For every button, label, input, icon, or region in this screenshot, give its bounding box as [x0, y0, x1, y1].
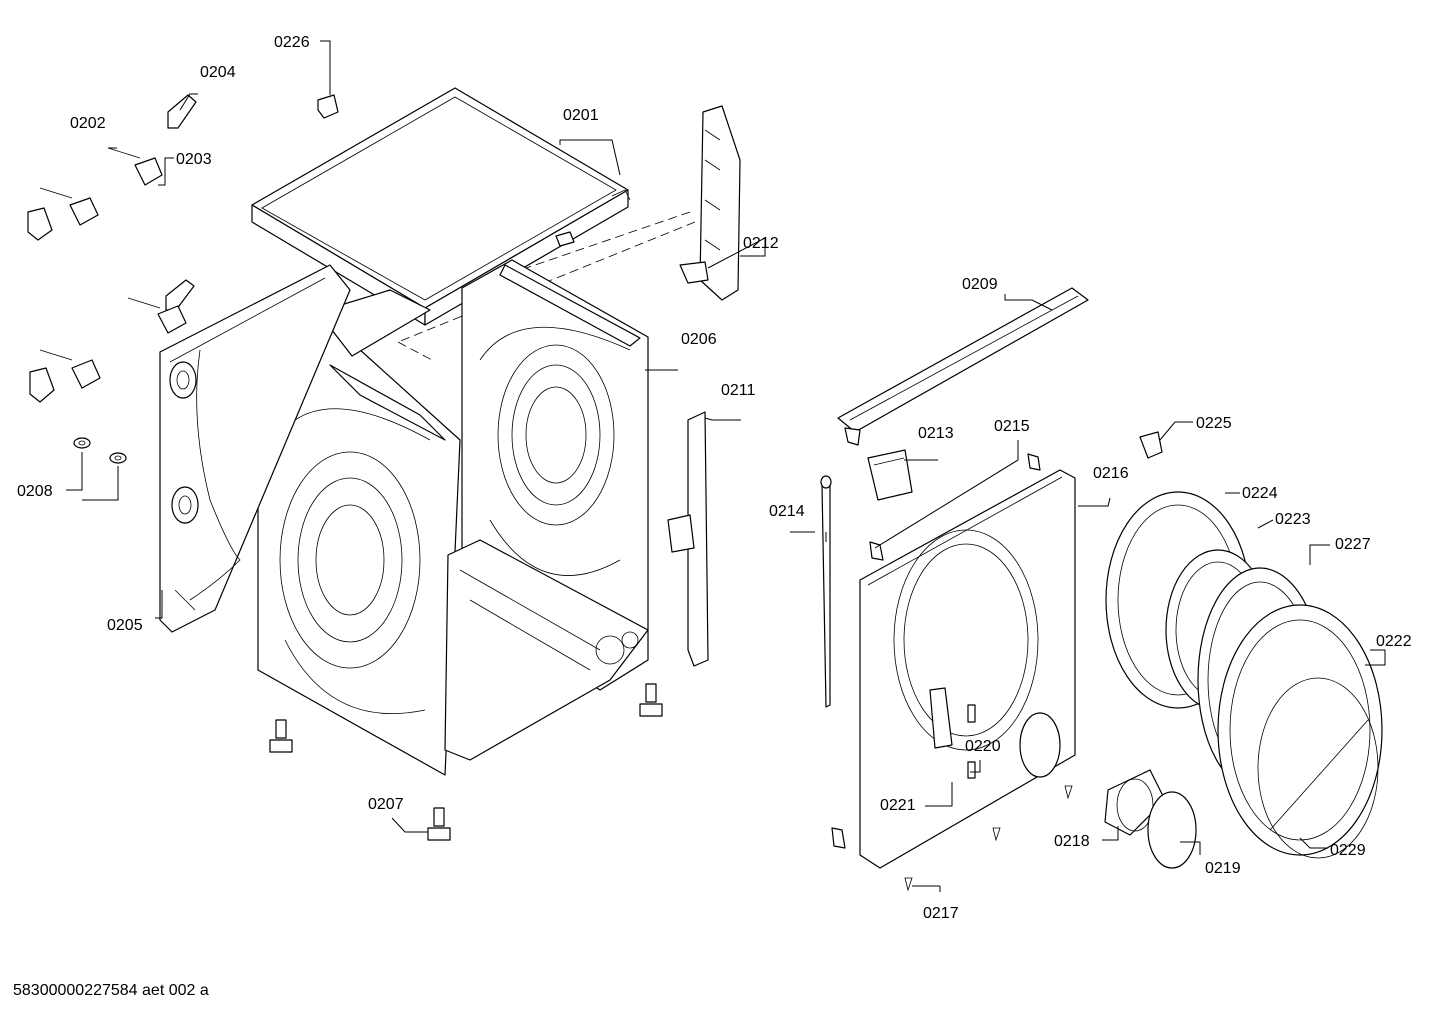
cabinet[interactable]	[257, 259, 649, 776]
label-0205: 0205	[107, 617, 143, 634]
label-0223: 0223	[1275, 511, 1311, 528]
label-0225: 0225	[1196, 415, 1232, 432]
label-0216: 0216	[1093, 465, 1129, 482]
label-0221: 0221	[880, 797, 916, 814]
label-0209: 0209	[962, 276, 998, 293]
label-0201: 0201	[563, 107, 599, 124]
left-hardware	[27, 94, 339, 464]
part-labels: 0226 0204 0202 0203 0201 0212 0206 0211 …	[17, 34, 1412, 922]
label-0204: 0204	[200, 64, 236, 81]
front-top-rail[interactable]	[837, 287, 1089, 446]
label-0217: 0217	[923, 905, 959, 922]
label-0219: 0219	[1205, 860, 1241, 877]
label-0222: 0222	[1376, 633, 1412, 650]
label-0229: 0229	[1330, 842, 1366, 859]
label-0215: 0215	[994, 418, 1030, 435]
label-0206: 0206	[681, 331, 717, 348]
label-0224: 0224	[1242, 485, 1278, 502]
label-0213: 0213	[918, 425, 954, 442]
label-0220: 0220	[965, 738, 1001, 755]
label-0203: 0203	[176, 151, 212, 168]
label-0202: 0202	[70, 115, 106, 132]
rear-panel[interactable]	[159, 264, 351, 633]
label-0226: 0226	[274, 34, 310, 51]
adjustable-feet	[269, 231, 663, 841]
pump-housing	[1104, 769, 1197, 869]
label-0208: 0208	[17, 483, 53, 500]
label-0212: 0212	[743, 235, 779, 252]
side-brackets	[667, 105, 741, 667]
label-0227: 0227	[1335, 536, 1371, 553]
label-0211: 0211	[721, 382, 756, 399]
label-0218: 0218	[1054, 833, 1090, 850]
leader-lines	[66, 40, 1386, 892]
small-components	[820, 431, 1163, 892]
front-panel[interactable]	[859, 469, 1076, 869]
label-0207: 0207	[368, 796, 404, 813]
door-assembly[interactable]	[1105, 491, 1383, 859]
label-0214: 0214	[769, 503, 805, 520]
document-code: 58300000227584 aet 002 a	[13, 982, 209, 999]
